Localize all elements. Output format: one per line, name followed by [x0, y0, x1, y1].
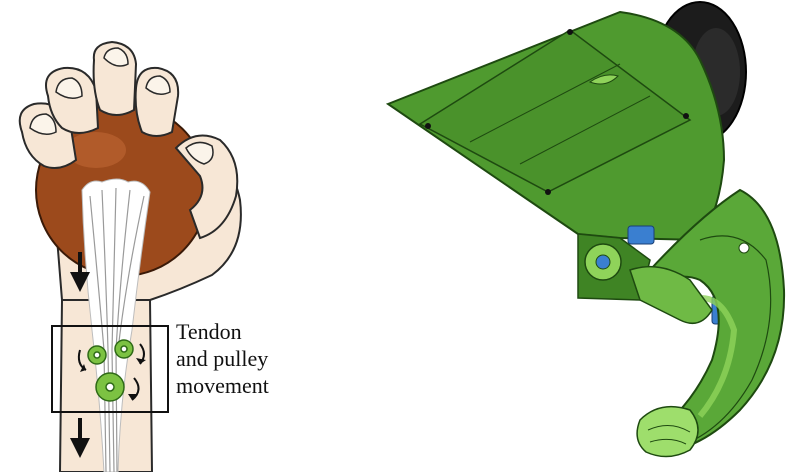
tendon-pulley-caption: Tendon and pulley movement [176, 318, 269, 399]
caption-line-3: movement [176, 372, 269, 399]
hand-illustration [20, 42, 241, 472]
exoskeleton-device [388, 2, 784, 457]
caption-line-2: and pulley [176, 345, 269, 372]
joint-linkage [739, 243, 749, 253]
actuator-top [628, 226, 654, 244]
caption-line-1: Tendon [176, 318, 269, 345]
